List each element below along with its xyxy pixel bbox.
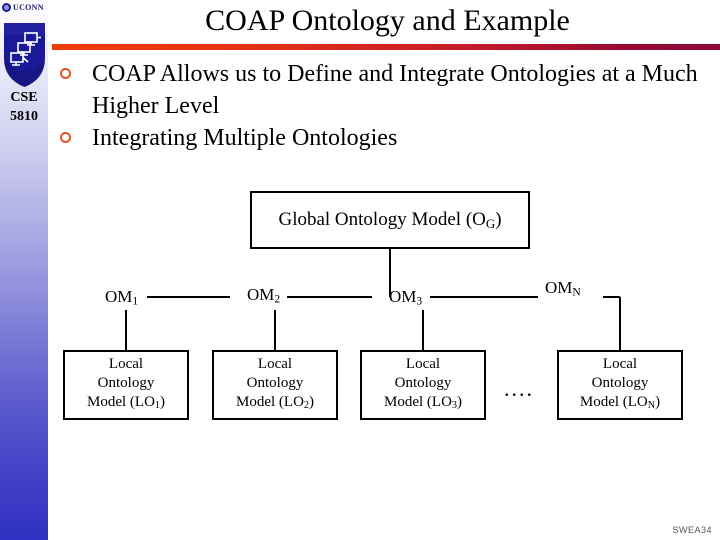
local-node-line-1: Local — [257, 355, 293, 372]
local-node-line-1: Local — [108, 355, 144, 372]
local-node-line-3-tail: ) — [457, 393, 462, 410]
om-label-n: OMN — [545, 278, 581, 299]
local-node-line-2: Ontology — [394, 374, 452, 391]
local-node-line-3-tail: ) — [655, 393, 661, 410]
om-label-1: OM1 — [105, 287, 138, 308]
local-node-line-3: Model (LO — [384, 393, 452, 410]
local-ontology-node-n: Local Ontology Model (LON) — [557, 350, 683, 420]
local-node-subscript: 1 — [154, 400, 160, 412]
om-label-subscript: 2 — [274, 292, 281, 306]
om-label-base: OM — [389, 287, 417, 306]
course-code: CSE 5810 — [0, 88, 48, 126]
om-label-base: OM — [105, 287, 133, 306]
local-node-line-3: Model (LO — [236, 393, 304, 410]
bullet-text: COAP Allows us to Define and Integrate O… — [92, 61, 698, 119]
om-label-base: OM — [545, 278, 573, 297]
course-code-line-1: CSE — [10, 90, 38, 105]
om-label-subscript: 3 — [416, 294, 423, 308]
om-label-2: OM2 — [247, 285, 280, 306]
local-node-line-3: Model (LO — [579, 393, 648, 410]
local-ontology-node-1: Local Ontology Model (LO1) — [63, 350, 189, 420]
circle-outline-bullet-icon — [60, 68, 71, 79]
local-ontology-node-3: Local Ontology Model (LO3) — [360, 350, 486, 420]
local-node-line-2: Ontology — [591, 374, 649, 391]
uconn-seal-icon — [2, 2, 11, 12]
local-node-subscript: N — [647, 400, 656, 412]
local-node-line-2: Ontology — [97, 374, 155, 391]
slide-code-footer: SWEA34 — [672, 525, 712, 535]
bullet-text: Integrating Multiple Ontologies — [92, 125, 398, 151]
course-code-line-2: 5810 — [10, 109, 38, 124]
circle-outline-bullet-icon — [60, 132, 71, 143]
local-node-line-3: Model (LO — [87, 393, 155, 410]
cse-shield-network-icon — [4, 23, 45, 87]
global-node-subscript: G — [485, 215, 496, 231]
bullet-list: COAP Allows us to Define and Integrate O… — [60, 58, 720, 154]
page-title: COAP Ontology and Example — [205, 4, 570, 37]
uconn-wordmark: UCONN — [2, 1, 48, 13]
local-node-line-2: Ontology — [246, 374, 304, 391]
local-node-line-3-tail: ) — [309, 393, 314, 410]
om-label-subscript: N — [572, 285, 581, 299]
global-ontology-node: Global Ontology Model (OG) — [250, 191, 530, 249]
list-item: Integrating Multiple Ontologies — [60, 122, 720, 154]
om-label-base: OM — [247, 285, 275, 304]
global-node-text-tail: ) — [495, 208, 502, 230]
local-node-line-1: Local — [405, 355, 441, 372]
local-node-line-3-tail: ) — [160, 393, 165, 410]
local-node-line-1: Local — [602, 355, 638, 372]
left-gradient-sidebar — [0, 0, 48, 540]
list-item: COAP Allows us to Define and Integrate O… — [60, 58, 720, 122]
om-label-3: OM3 — [389, 287, 422, 308]
local-node-subscript: 2 — [303, 400, 309, 412]
title-divider-rule — [52, 44, 720, 50]
local-node-subscript: 3 — [451, 400, 457, 412]
uconn-wordmark-label: UCONN — [13, 2, 44, 12]
om-label-subscript: 1 — [132, 294, 139, 308]
local-ontology-node-2: Local Ontology Model (LO2) — [212, 350, 338, 420]
diagram-ellipsis: .... — [504, 376, 534, 401]
global-node-text: Global Ontology Model (O — [278, 208, 486, 230]
